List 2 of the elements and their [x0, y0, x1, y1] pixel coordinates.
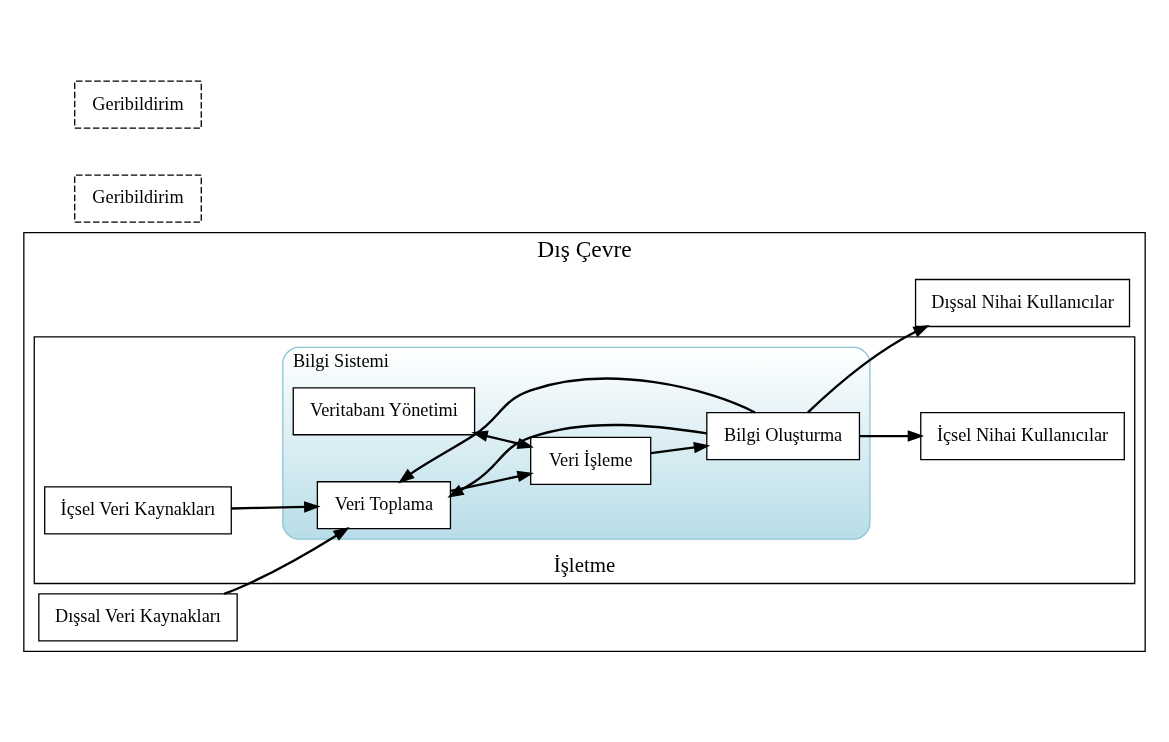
label: Geribildirim — [92, 186, 184, 207]
label: Geribildirim — [92, 93, 184, 114]
